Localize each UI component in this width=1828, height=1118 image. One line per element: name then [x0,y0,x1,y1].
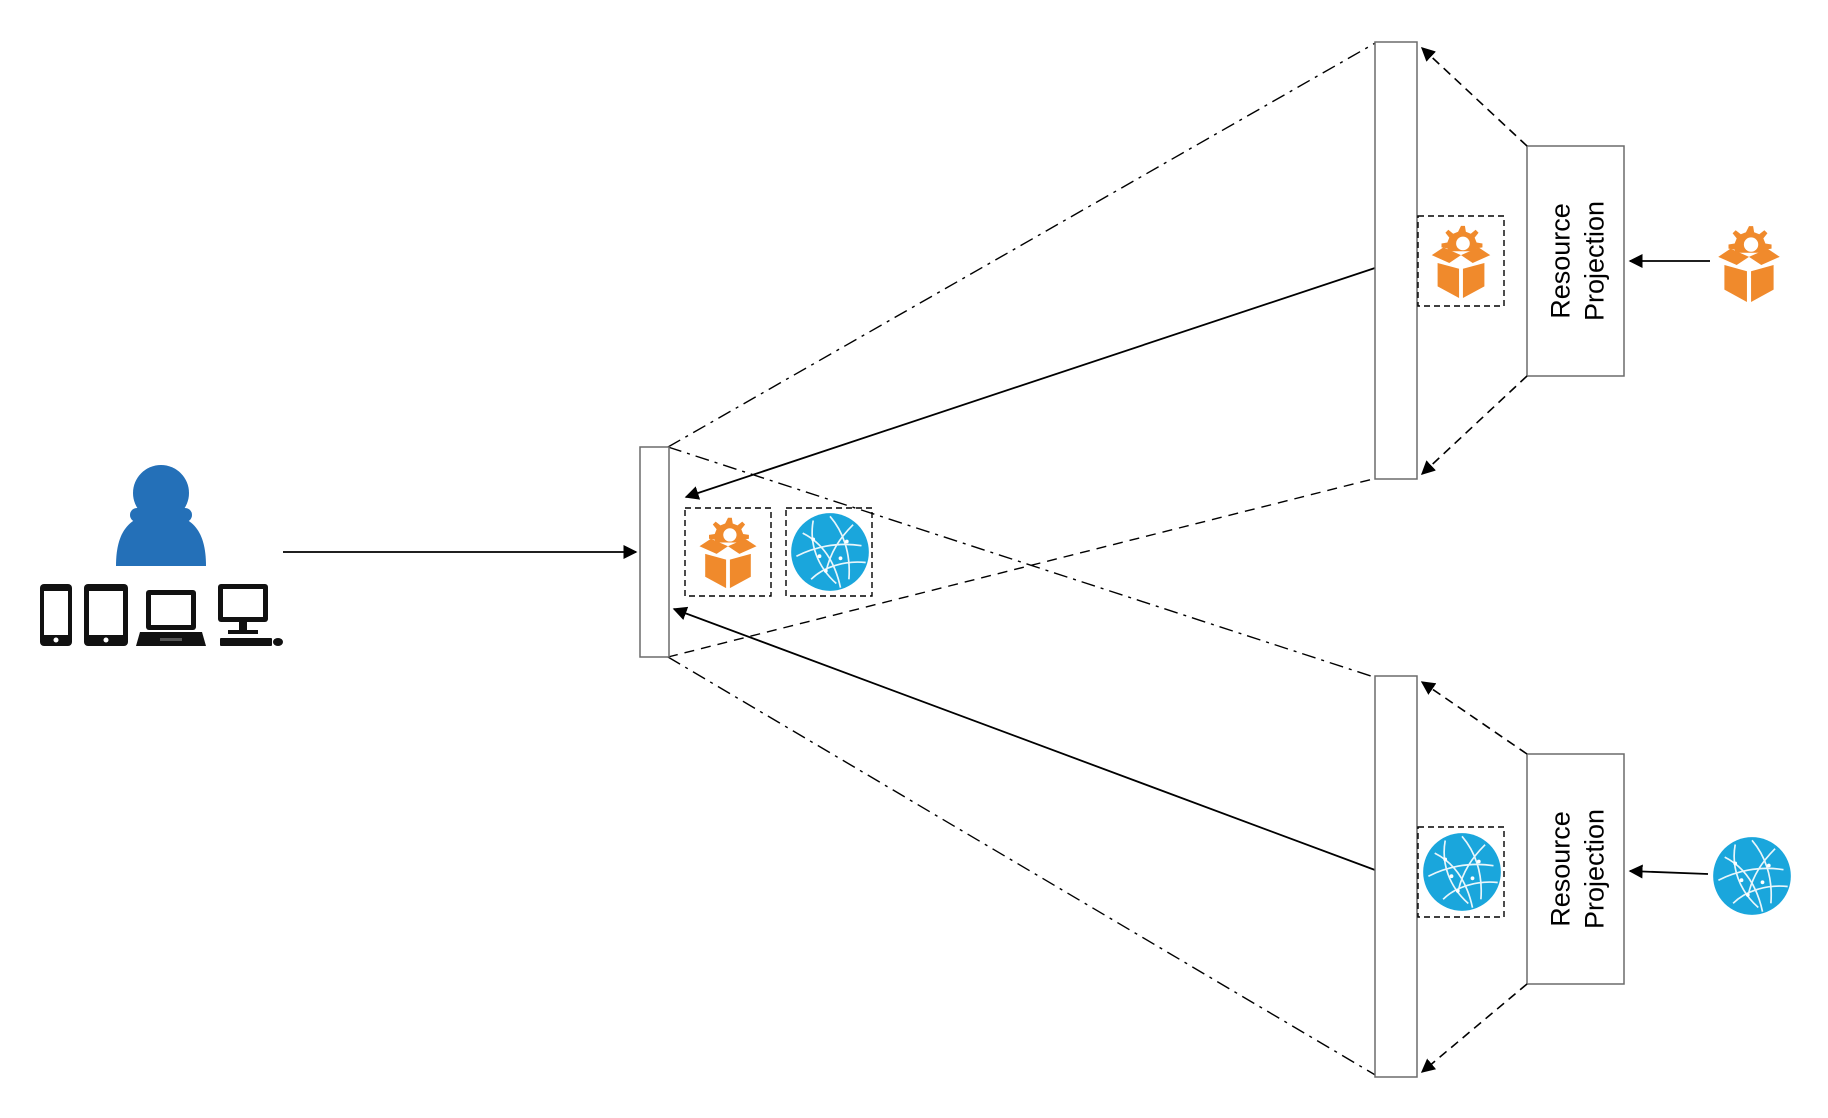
bottom-projection-box [1526,753,1625,985]
network-globe-icon [790,512,870,592]
bottom-projection-to-panel-top [1420,681,1528,755]
service-package-icon [699,517,757,589]
access-package-slot [684,507,772,597]
laptop-icon [136,590,206,646]
network-globe-icon [1422,832,1502,912]
user-icon [116,465,206,566]
smartphone-icon [40,584,72,646]
top-projection-box [1526,145,1625,377]
service-package-icon [1718,226,1780,302]
top-projection-label-line2: Projection [1580,201,1610,321]
top-cone-lower-line [667,477,1378,658]
access-panel [639,446,670,658]
desktop-computer-icon [218,584,283,646]
bottom-globe-slot [1417,826,1505,918]
top-cone-upper-line [667,41,1378,448]
top-projection-label-line1: Resource [1546,203,1576,319]
bottom-panel [1374,675,1418,1078]
bottom-projection-label-line1: Resource [1546,811,1576,927]
top-cone-lines [667,41,1378,658]
bottom-source-arrow [1628,864,1709,879]
bottom-projection-label-line2: Projection [1580,809,1610,929]
projection-dashed-arrows [1420,47,1528,1073]
network-globe-icon [1712,836,1792,916]
top-projection-to-panel-top [1420,47,1528,147]
top-panel [1374,41,1418,480]
bottom-cone-upper-line [667,446,1378,679]
access-globe-slot [785,507,873,597]
tablet-icon [84,584,128,646]
bottom-to-access-arrow [672,606,1376,871]
top-projection-to-panel-bottom [1420,375,1528,475]
devices-group [40,584,283,646]
bottom-cone-lower-line [667,656,1378,1077]
top-package-slot [1417,215,1505,307]
top-to-access-arrow [684,267,1376,500]
bottom-projection-to-panel-bottom [1420,983,1528,1073]
bottom-cone-lines [667,446,1378,1077]
service-package-icon [1431,225,1491,299]
